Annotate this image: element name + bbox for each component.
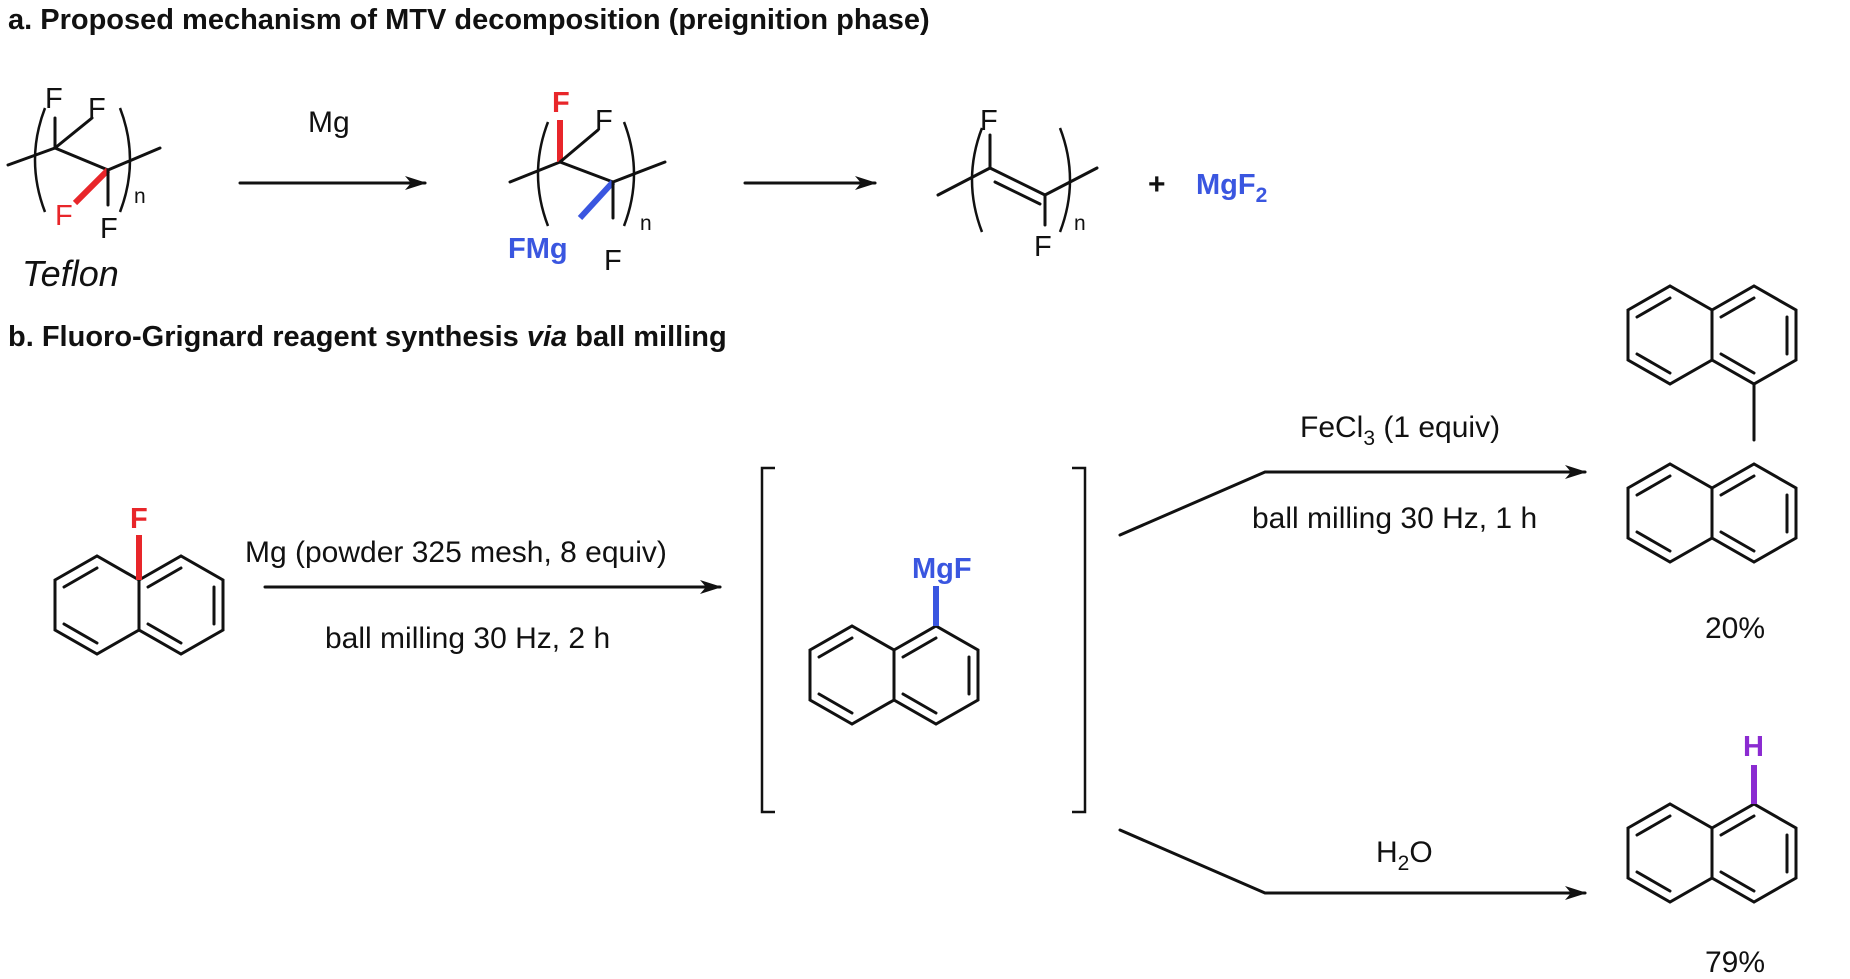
alkene-product: F F n xyxy=(936,105,1099,263)
atom-f-bottom: F xyxy=(100,213,118,245)
c-mg-bond-blue xyxy=(577,179,616,221)
upper-conditions-top: FeCl3 (1 equiv) xyxy=(1300,411,1500,450)
atom-f-alkene-top: F xyxy=(980,105,998,137)
upper-yield: 20% xyxy=(1705,612,1765,645)
repeat-n-2: n xyxy=(640,212,652,235)
teflon-structure: F F F F n Teflon xyxy=(6,83,162,294)
intermediate-mgf-label: MgF xyxy=(912,553,972,585)
atom-f-red-2: F xyxy=(552,87,570,119)
atom-fmg: FMg xyxy=(508,233,568,265)
atom-f-alkene-bottom: F xyxy=(1034,231,1052,263)
step1-conditions-bottom: ball milling 30 Hz, 2 h xyxy=(325,622,610,655)
teflon-label: Teflon xyxy=(22,253,119,294)
bracket-right xyxy=(1072,466,1087,814)
atom-f-naph: F xyxy=(130,503,148,535)
arrow-b-lower xyxy=(1118,828,1587,900)
plus-sign: + xyxy=(1148,168,1166,201)
fluoronaphthalene: F xyxy=(53,503,225,656)
binaphthyl-product xyxy=(1626,284,1798,564)
bracket-left xyxy=(760,466,775,814)
c-f-bond-red xyxy=(72,167,111,206)
atom-h-purple: H xyxy=(1743,731,1764,763)
atom-f-top-2: F xyxy=(595,105,613,137)
naphthalene-product: H xyxy=(1626,731,1798,904)
section-b-title: b. Fluoro-Grignard reagent synthesis via… xyxy=(8,321,727,353)
left-paren xyxy=(33,107,47,213)
section-a-title: a. Proposed mechanism of MTV decompositi… xyxy=(8,4,930,36)
repeat-n-3: n xyxy=(1074,212,1086,235)
mgf2-product: MgF2 xyxy=(1196,169,1267,207)
repeat-n-1: n xyxy=(134,185,146,208)
atom-f-bottom-2: F xyxy=(604,245,622,277)
upper-conditions-bottom: ball milling 30 Hz, 1 h xyxy=(1252,502,1537,535)
atom-f-red: F xyxy=(55,200,73,232)
lower-conditions-top: H2O xyxy=(1376,836,1433,875)
atom-f-top1: F xyxy=(45,83,63,115)
lower-yield: 79% xyxy=(1705,946,1765,979)
atom-f-top2: F xyxy=(88,93,106,125)
arrow-b-upper xyxy=(1118,465,1587,537)
reagent-mg: Mg xyxy=(308,106,350,139)
step1-conditions-top: Mg (powder 325 mesh, 8 equiv) xyxy=(245,536,667,569)
fmg-intermediate: F F FMg F n xyxy=(508,87,667,277)
naphthyl-mgf: MgF xyxy=(808,553,980,726)
